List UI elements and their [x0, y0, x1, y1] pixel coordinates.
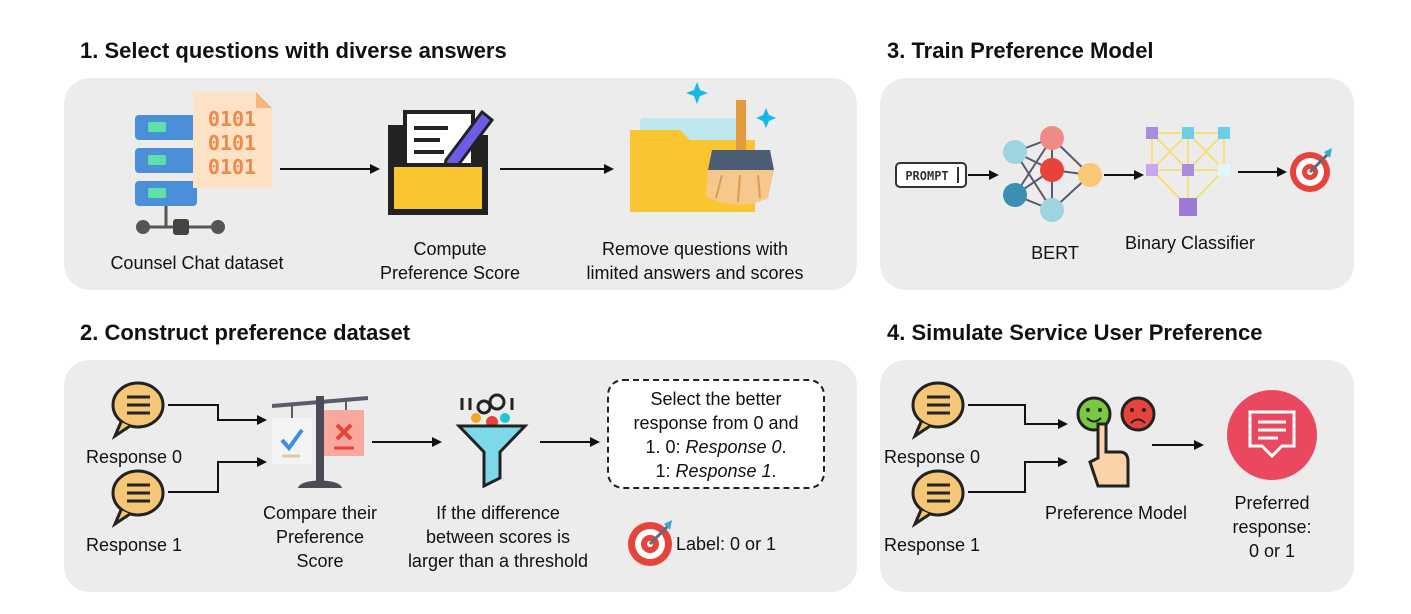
compare-label-3: Score	[296, 551, 344, 571]
preferred-label-3: 0 or 1	[1248, 541, 1296, 561]
response1-label: Response 1	[86, 535, 183, 555]
chat-bubble-icon-response0	[111, 381, 165, 441]
box-line-3: 1. 0: Response 0.	[645, 437, 787, 457]
classifier-label: Binary Classifier	[1124, 233, 1256, 253]
box-line-1: Select the better	[650, 389, 782, 409]
panel4-title: 4. Simulate Service User Preference	[887, 320, 1263, 345]
binary-document-icon	[193, 92, 272, 188]
preference-model-label: Preference Model	[1044, 503, 1188, 523]
box-line-2: response from 0 and	[633, 413, 799, 433]
happy-face-icon	[1076, 396, 1112, 432]
chat-bubble-icon-p4-response0	[911, 381, 965, 441]
panel3-title: 3. Train Preference Model	[887, 38, 1154, 63]
balance-scale-icon	[271, 396, 369, 488]
message-bubble-icon	[1227, 390, 1317, 480]
prompt-tag-text: PROMPT	[905, 169, 948, 183]
database-server-icon	[135, 115, 225, 235]
panel2-title: 2. Construct preference dataset	[80, 320, 411, 345]
filter-label-1: If the difference	[436, 503, 560, 523]
panel1-title: 1. Select questions with diverse answers	[80, 38, 507, 63]
preferred-label-1: Preferred	[1234, 493, 1310, 513]
compute-label-2: Preference Score	[379, 263, 521, 283]
remove-label-2: limited answers and scores	[586, 263, 804, 283]
bert-network-icon	[1003, 126, 1102, 222]
folder-pen-icon	[388, 109, 495, 215]
binary-classifier-icon	[1146, 127, 1230, 216]
p4-response0-label: Response 0	[884, 447, 981, 467]
binary-row-2: 0101	[208, 131, 256, 155]
prompt-tag-icon	[895, 162, 967, 188]
chat-bubble-icon-p4-response1	[911, 469, 965, 529]
remove-label-1: Remove questions with	[601, 239, 789, 259]
preferred-label-2: response:	[1232, 517, 1312, 537]
compare-label-1: Compare their	[262, 503, 378, 523]
selection-instruction-box: Select the better response from 0 and 1.…	[607, 379, 825, 489]
compute-label-1: Compute	[413, 239, 487, 259]
filter-label-2: between scores is	[425, 527, 571, 547]
counsel-chat-label: Counsel Chat dataset	[110, 253, 284, 273]
folder-broom-icon	[630, 82, 776, 212]
box-line-4: 1: Response 1.	[655, 461, 777, 481]
sad-face-icon	[1120, 396, 1156, 432]
p4-response1-label: Response 1	[884, 535, 981, 555]
bert-label: BERT	[1031, 243, 1079, 263]
chat-bubble-icon-response1	[111, 469, 165, 529]
funnel-filter-icon	[455, 393, 529, 489]
binary-row-1: 0101	[208, 107, 256, 131]
label-text: Label: 0 or 1	[676, 534, 777, 554]
pointing-hand-icon	[1088, 422, 1130, 488]
compare-label-2: Preference	[275, 527, 365, 547]
target-icon-label	[628, 520, 672, 566]
filter-label-3: larger than a threshold	[407, 551, 589, 571]
binary-row-3: 0101	[208, 155, 256, 179]
target-icon-train	[1290, 148, 1332, 192]
response0-label: Response 0	[86, 447, 183, 467]
